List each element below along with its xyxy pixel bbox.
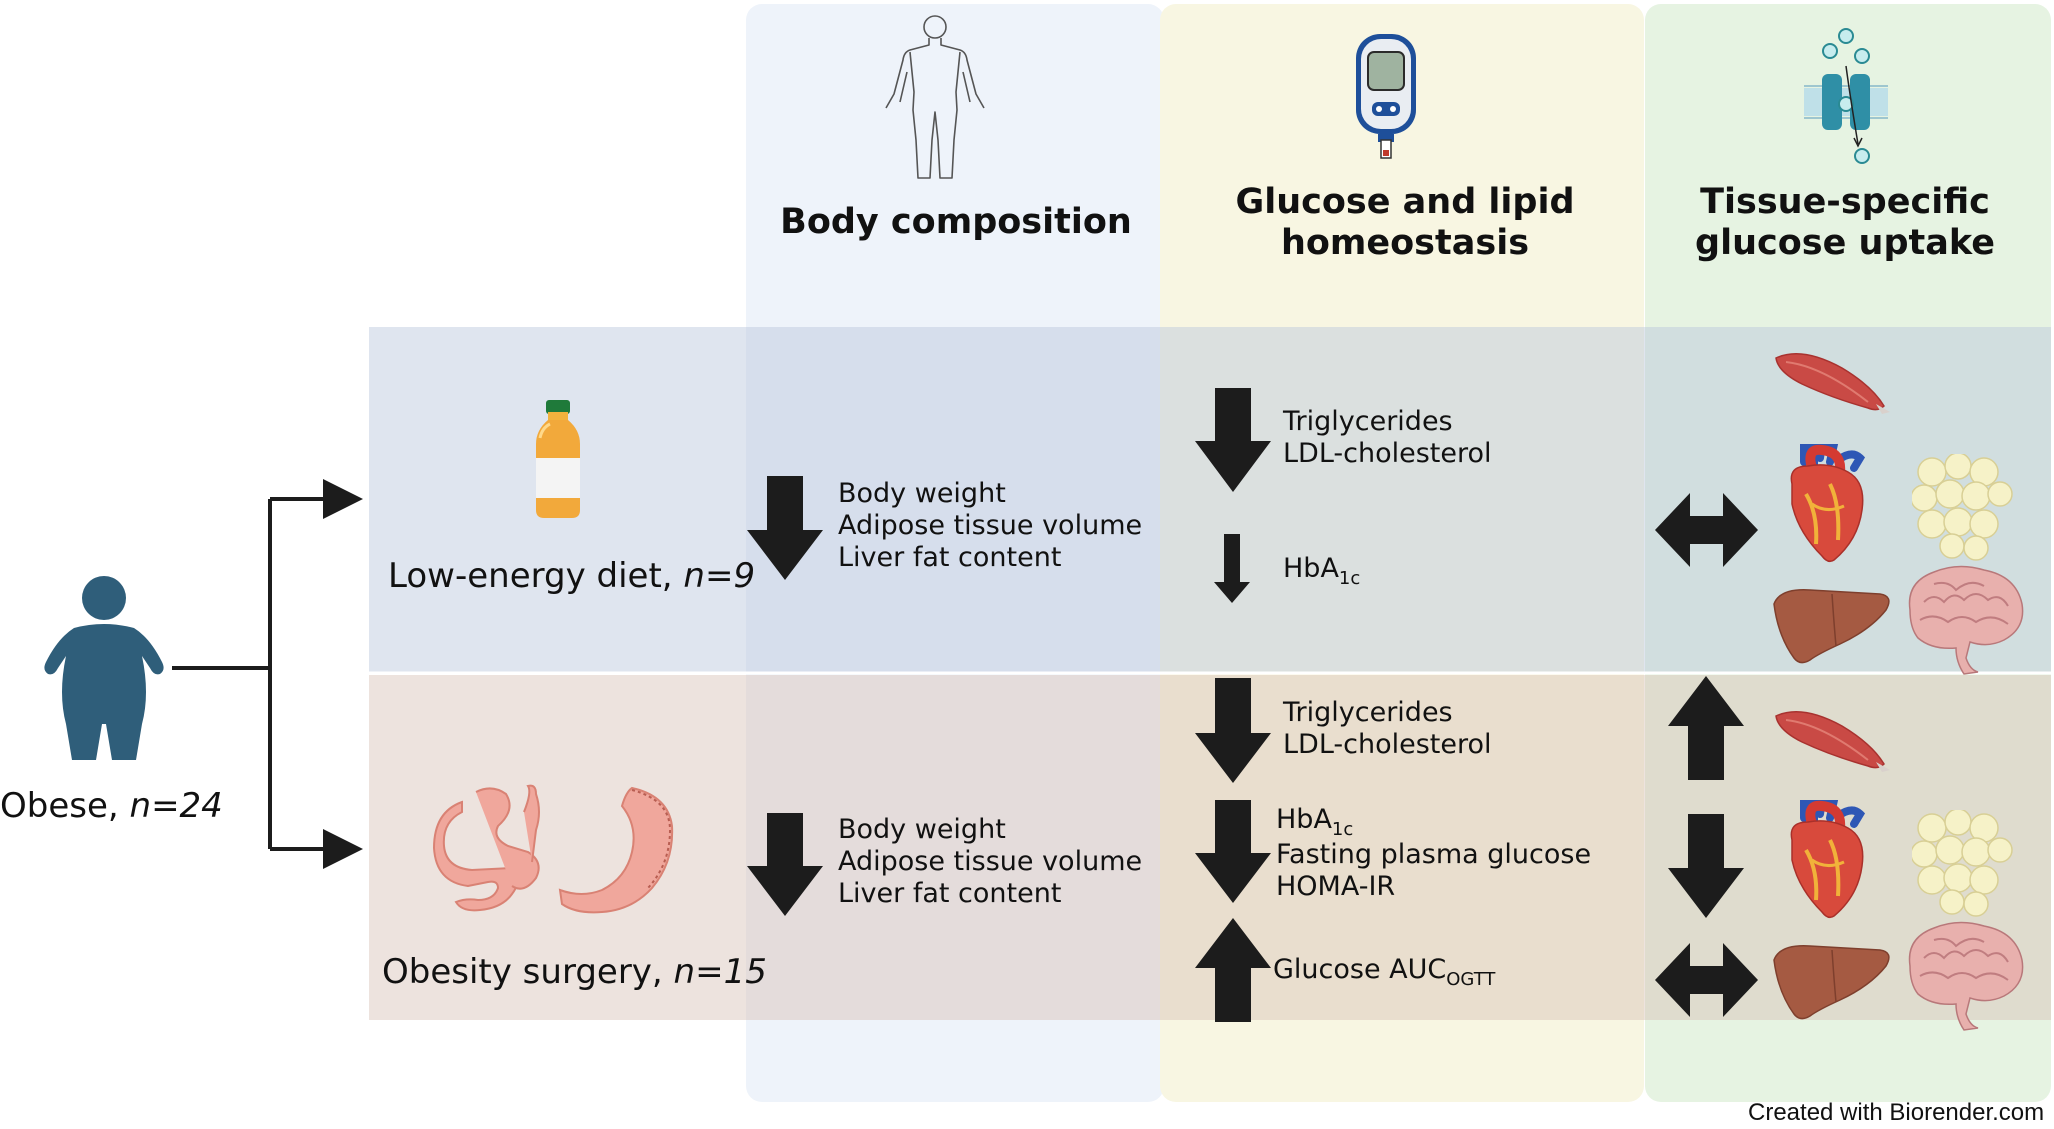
- surgery-homa-ir: HOMA-IR: [1276, 871, 1396, 902]
- tissue-uptake-title-line2: glucose uptake: [1695, 223, 1995, 263]
- diet-group-label: Low-energy diet, n=9: [388, 556, 755, 596]
- diet-n: n=9: [683, 556, 756, 596]
- diet-lipids-down-arrow: [1195, 388, 1271, 492]
- surgery-triglycerides: Triglycerides: [1283, 697, 1453, 728]
- surgery-body-weight: Body weight: [838, 814, 1006, 845]
- column-glucose-lipid-bg: [1160, 4, 1644, 1102]
- surgery-auc-up-arrow: [1195, 918, 1271, 1022]
- diet-tissue-double-arrow: [1655, 493, 1758, 567]
- surgery-label-text: Obesity surgery,: [382, 952, 674, 992]
- muscle-icon: [1775, 352, 1891, 415]
- brain-icon: [1908, 921, 2024, 1031]
- cohort-label: Obese, n=24: [0, 786, 223, 826]
- surgery-glycemic-down-arrow: [1195, 800, 1271, 903]
- surgery-group-label: Obesity surgery, n=15: [382, 952, 767, 992]
- adipose-icon: [1912, 454, 2013, 561]
- biorender-credit: Created with Biorender.com: [1748, 1099, 2045, 1126]
- glucose-lipid-title-line1: Glucose and lipid: [1235, 182, 1575, 222]
- heart-icon: [1782, 444, 1868, 566]
- surgery-heart-down-arrow: [1668, 814, 1744, 918]
- surgery-fasting-glucose: Fasting plasma glucose: [1276, 839, 1592, 870]
- diet-hba1c-down-arrow: [1214, 534, 1250, 603]
- surgery-tissue-double-arrow: [1655, 943, 1758, 1017]
- diet-label-text: Low-energy diet,: [388, 556, 684, 596]
- liver-icon: [1773, 589, 1890, 664]
- surgery-hba1c-sub: 1c: [1331, 819, 1354, 840]
- surgery-body-down-arrow: [747, 813, 823, 916]
- column-body-composition-bg: [746, 4, 1164, 1102]
- surgery-muscle-up-arrow: [1668, 676, 1744, 780]
- diet-liver-fat: Liver fat content: [838, 542, 1062, 573]
- surgery-n: n=15: [673, 952, 767, 992]
- body-composition-title-text: Body composition: [780, 202, 1132, 242]
- row-diet-bg: [369, 327, 2051, 672]
- tissue-uptake-title-line1: Tissue-specific: [1700, 182, 1990, 222]
- surgery-auc-sub: OGTT: [1446, 969, 1496, 990]
- column-title-body-composition: Body composition: [766, 202, 1146, 243]
- glucose-transporter-icon: [1804, 28, 1888, 164]
- surgery-body-list: Body weight Adipose tissue volume Liver …: [838, 814, 1142, 910]
- heart-icon: [1782, 800, 1868, 922]
- diet-body-down-arrow: [747, 476, 823, 580]
- glucometer-icon: [1356, 34, 1416, 159]
- surgery-glycemic-list: HbA1c Fasting plasma glucose HOMA-IR: [1276, 804, 1591, 903]
- liver-icon: [1773, 945, 1890, 1020]
- diet-body-list: Body weight Adipose tissue volume Liver …: [838, 478, 1142, 574]
- diet-hba1c: HbA1c: [1283, 553, 1361, 589]
- brain-icon: [1908, 565, 2024, 675]
- surgery-lipids-down-arrow: [1195, 678, 1271, 783]
- surgery-liver-fat: Liver fat content: [838, 878, 1062, 909]
- surgery-ldl: LDL-cholesterol: [1283, 729, 1492, 760]
- surgery-adipose-volume: Adipose tissue volume: [838, 846, 1143, 877]
- adipose-icon: [1912, 810, 2013, 917]
- surgery-lipids-list: Triglycerides LDL-cholesterol: [1283, 697, 1492, 761]
- diet-adipose-volume: Adipose tissue volume: [838, 510, 1143, 541]
- human-body-icon: [885, 15, 985, 179]
- diet-ldl: LDL-cholesterol: [1283, 438, 1492, 469]
- stomach-surgery-icon: [432, 784, 674, 914]
- juice-bottle-icon: [536, 400, 580, 518]
- cohort-n: n=24: [129, 786, 223, 826]
- surgery-hba1c-base: HbA: [1276, 804, 1332, 835]
- diet-hba1c-base: HbA: [1283, 553, 1339, 584]
- obese-person-icon: [44, 576, 164, 760]
- diet-body-weight: Body weight: [838, 478, 1006, 509]
- cohort-label-text: Obese,: [0, 786, 130, 826]
- column-title-tissue-uptake: Tissue-specific glucose uptake: [1655, 182, 2035, 264]
- column-title-glucose-lipid: Glucose and lipid homeostasis: [1180, 182, 1630, 264]
- surgery-auc: Glucose AUCOGTT: [1273, 954, 1496, 990]
- diet-hba1c-sub: 1c: [1338, 568, 1361, 589]
- surgery-auc-base: Glucose AUC: [1273, 954, 1447, 985]
- muscle-icon: [1775, 710, 1891, 773]
- diet-lipids-list: Triglycerides LDL-cholesterol: [1283, 406, 1492, 470]
- diet-triglycerides: Triglycerides: [1283, 406, 1453, 437]
- glucose-lipid-title-line2: homeostasis: [1280, 223, 1530, 263]
